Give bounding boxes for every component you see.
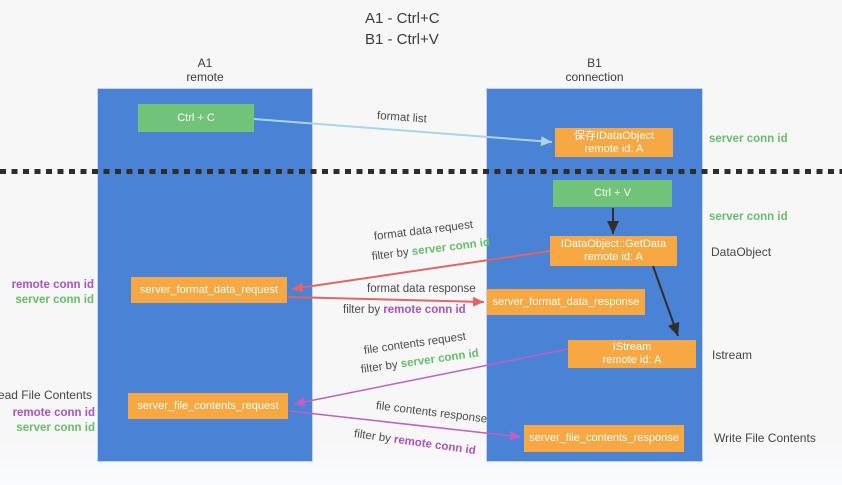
remote-conn-id-text: remote conn id (383, 304, 466, 316)
diagram-title: A1 - Ctrl+C B1 - Ctrl+V (365, 8, 440, 50)
remote-conn-id-text: remote conn id (393, 433, 477, 458)
label-conn-ids-top-left: remote conn id server conn id (12, 278, 94, 308)
node-server-file-contents-request: server_file_contents_request (128, 393, 288, 419)
node-server-file-contents-response: server_file_contents_response (524, 425, 684, 452)
node-istream-line1: IStream (612, 341, 652, 353)
node-file-response-label: server_file_contents_response (529, 432, 679, 444)
node-getdata-line2: remote id: A (584, 251, 643, 263)
node-idataobject-getdata: IDataObject::GetData remote id: A (550, 236, 677, 266)
filter-by-text: filter by (360, 358, 402, 376)
flow-label-format-list: format list (376, 110, 428, 126)
server-conn-id-text: server conn id (411, 236, 491, 259)
label-istream: Istream (712, 348, 753, 362)
label-write-file-contents: Write File Contents (714, 431, 816, 445)
arrow-format-data-response (287, 296, 485, 307)
flow-label-filter-remote-2: filter by remote conn id (353, 427, 477, 459)
node-save-idataobject-line1: 保存IDataObject (573, 129, 655, 142)
title-line-b1: B1 - Ctrl+V (365, 31, 439, 48)
label-read-file-contents: Read File Contents (0, 388, 92, 402)
lifeline-a1-header: A1 remote (97, 56, 313, 84)
node-getdata-line1: IDataObject::GetData (560, 238, 667, 250)
node-server-format-data-response: server_format_data_response (487, 289, 645, 315)
node-file-request-label: server_file_contents_request (137, 399, 279, 412)
label-remote-conn-id-top-left: remote conn id (11, 279, 94, 291)
flow-label-format-data-response: format data response (367, 283, 476, 295)
node-save-idataobject: 保存IDataObject remote id: A (555, 128, 673, 157)
label-server-conn-id-bottom-left: server conn id (16, 422, 95, 434)
filter-by-text: filter by (343, 304, 384, 316)
node-ctrl-c-label: Ctrl + C (177, 111, 215, 124)
lifeline-a1-name: A1 (197, 56, 213, 70)
node-istream-line2: remote id: A (602, 354, 662, 366)
lifeline-b1-name: B1 (587, 56, 602, 70)
label-server-conn-id-top-left: server conn id (15, 294, 94, 306)
title-line-a1: A1 - Ctrl+C (365, 10, 440, 27)
lifeline-b1-subtitle: connection (565, 70, 624, 84)
dotted-divider-line (0, 169, 842, 174)
server-conn-id-text: server conn id (399, 347, 480, 371)
lifeline-b1-header: B1 connection (486, 56, 703, 84)
label-dataobject: DataObject (711, 245, 772, 259)
node-format-request-label: server_format_data_request (139, 283, 279, 296)
label-server-conn-id-top-right: server conn id (709, 133, 788, 145)
flow-label-file-contents-response: file contents response (375, 400, 488, 426)
label-conn-ids-bottom-left: remote conn id server conn id (13, 406, 95, 436)
label-server-conn-id-mid-right: server conn id (709, 211, 788, 223)
lifeline-a1-subtitle: remote (186, 70, 224, 84)
filter-by-text: filter by (353, 428, 395, 446)
flow-label-filter-remote-1: filter by remote conn id (343, 303, 466, 318)
node-ctrl-v-label: Ctrl + V (594, 187, 631, 199)
node-ctrl-c: Ctrl + C (138, 104, 254, 132)
node-save-idataobject-line2: remote id: A (584, 142, 644, 155)
label-remote-conn-id-bottom-left: remote conn id (12, 407, 95, 419)
filter-by-text: filter by (371, 246, 413, 263)
node-server-format-data-request: server_format_data_request (131, 277, 287, 303)
node-ctrl-v: Ctrl + V (553, 180, 672, 207)
node-istream: IStream remote id: A (568, 340, 696, 368)
node-format-response-label: server_format_data_response (492, 295, 640, 308)
